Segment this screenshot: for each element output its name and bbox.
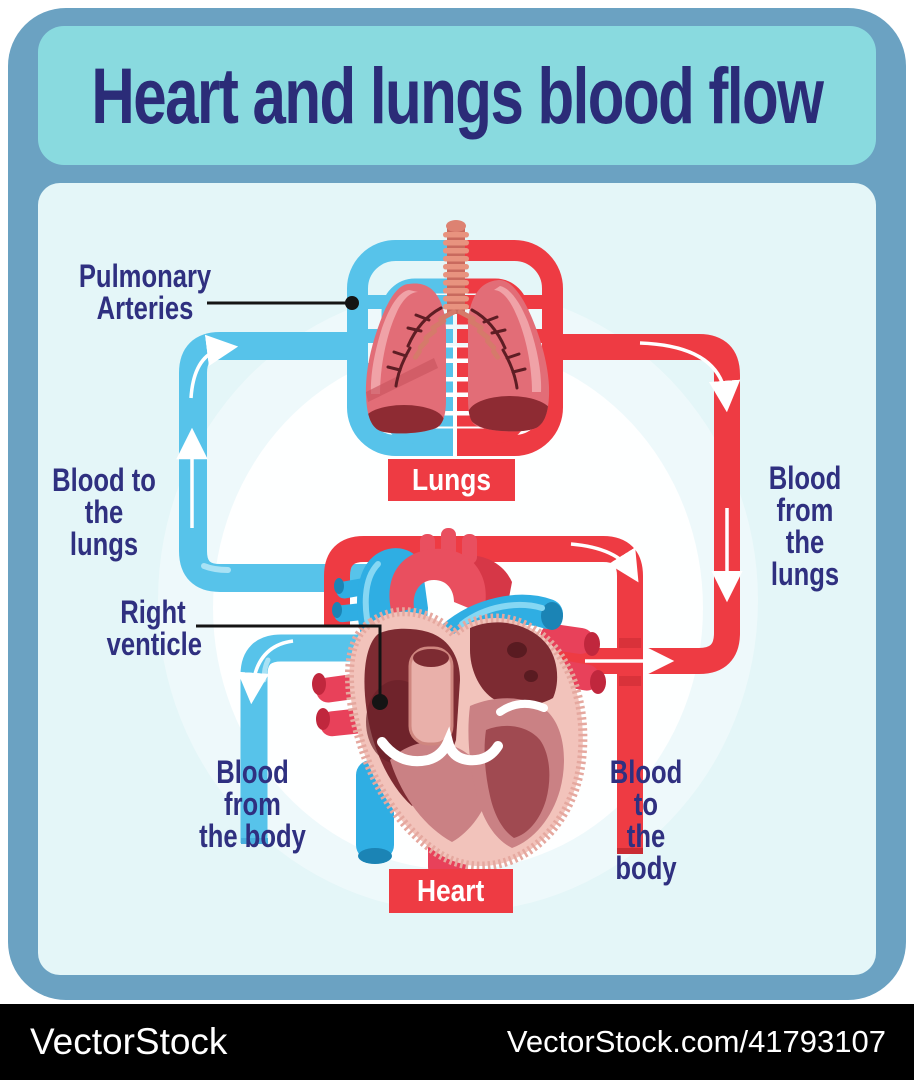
watermark-url: VectorStock.com/41793107 (506, 1024, 886, 1059)
heart-badge: Heart (389, 869, 513, 913)
lungs-illustration (365, 280, 550, 434)
header-band: Heart and lungs blood flow (38, 26, 876, 165)
left-bronchus (412, 309, 457, 360)
label-blood-from-lungs: Blood from the lungs (768, 460, 842, 592)
left-atrium-chamber (470, 622, 558, 706)
cut-vessel (408, 646, 454, 746)
label-right-venticle: Right venticle (106, 594, 202, 662)
tube-open-end (241, 838, 268, 844)
heart-illustration (312, 528, 606, 884)
lungs-badge: Lungs (388, 459, 515, 501)
label-pulmonary-arteries: Pulmonary Arteries (78, 258, 212, 326)
heart-valves (377, 726, 503, 767)
label-blood-to-body: Blood to the body (609, 754, 683, 886)
right-lung (468, 280, 550, 432)
flow-arrows (176, 334, 743, 705)
watermark-brand: VectorStock (30, 1021, 228, 1062)
tube-blood-from-lungs (542, 334, 740, 674)
pointer-lines (196, 296, 388, 710)
label-blood-from-body: Blood from the body (199, 754, 306, 854)
right-bronchus (457, 309, 501, 360)
watermark-bar: VectorStock VectorStock.com/41793107 (0, 1004, 914, 1080)
page-title: Heart and lungs blood flow (91, 50, 824, 140)
trachea (412, 220, 501, 360)
label-blood-to-lungs: Blood to the lungs (52, 462, 156, 562)
